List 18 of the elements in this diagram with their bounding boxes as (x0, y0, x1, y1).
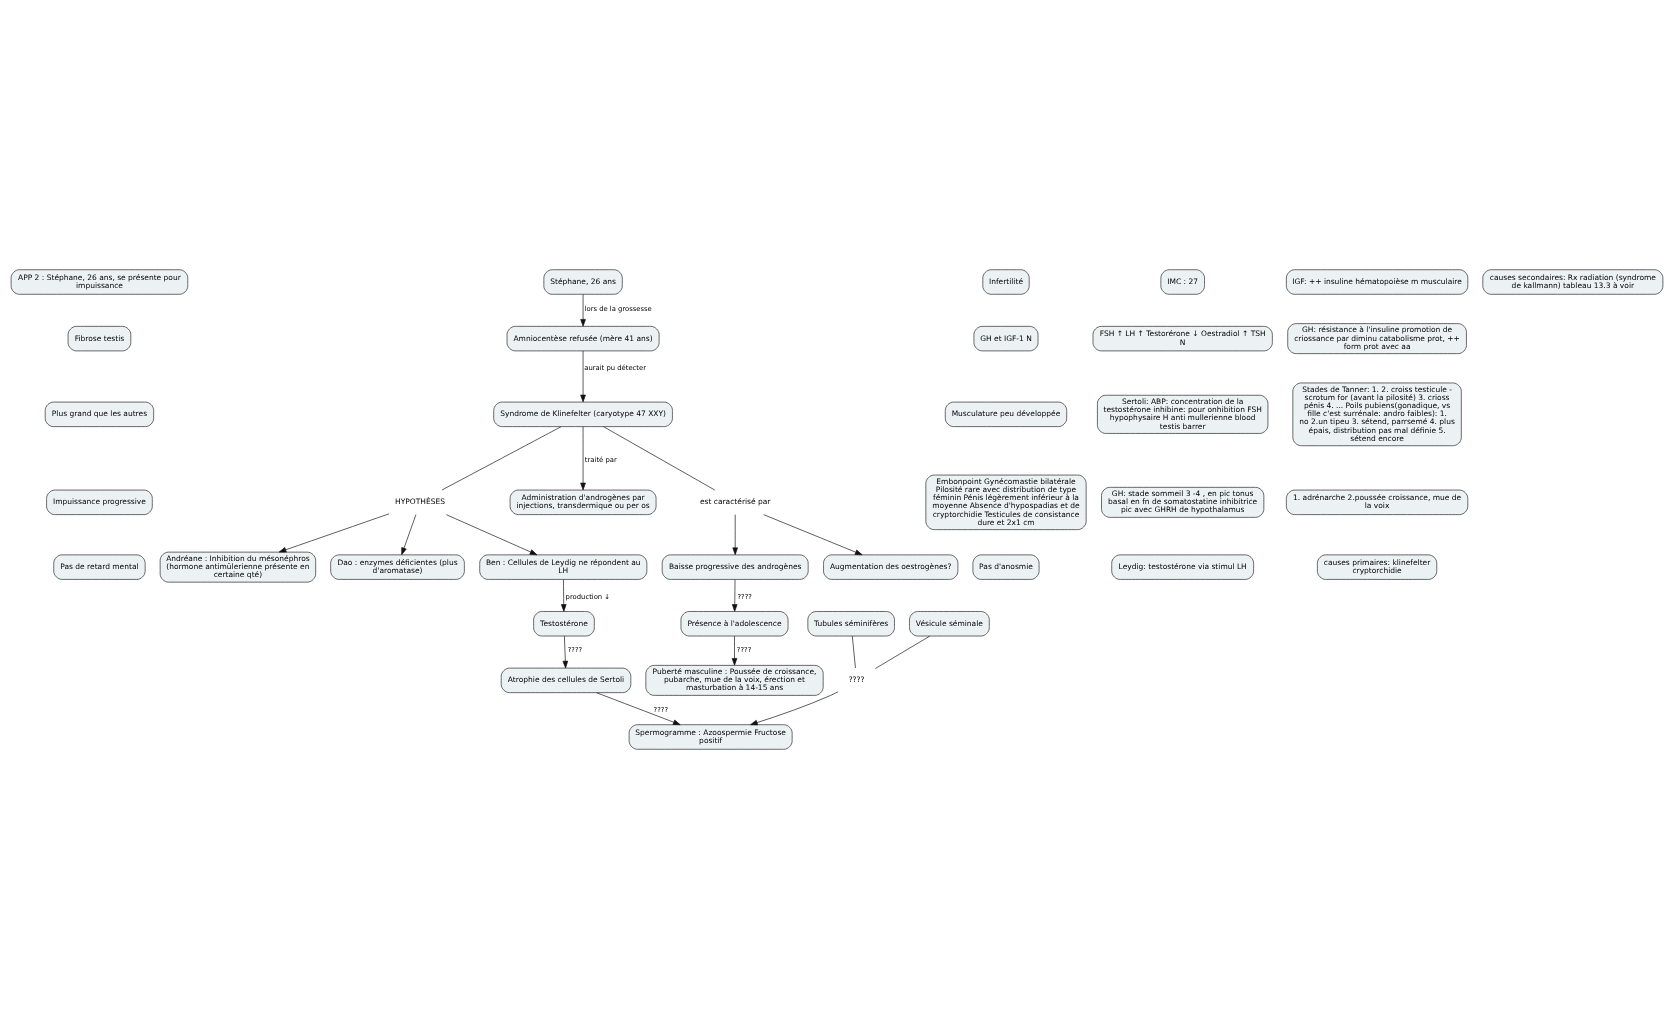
arrow (580, 425, 586, 490)
arrow (732, 513, 738, 555)
arrow (750, 690, 839, 725)
connector (441, 425, 562, 490)
arrow (580, 293, 586, 327)
arrow (446, 513, 538, 555)
arrow (561, 578, 567, 612)
arrow (732, 578, 738, 612)
connector (603, 425, 716, 490)
arrow (763, 513, 863, 555)
connector (874, 635, 931, 669)
arrow (401, 513, 417, 555)
arrow (278, 513, 390, 552)
arrow (731, 635, 738, 666)
connector (851, 635, 856, 668)
arrow (562, 635, 569, 668)
arrow (596, 691, 681, 725)
arrow (580, 350, 586, 402)
